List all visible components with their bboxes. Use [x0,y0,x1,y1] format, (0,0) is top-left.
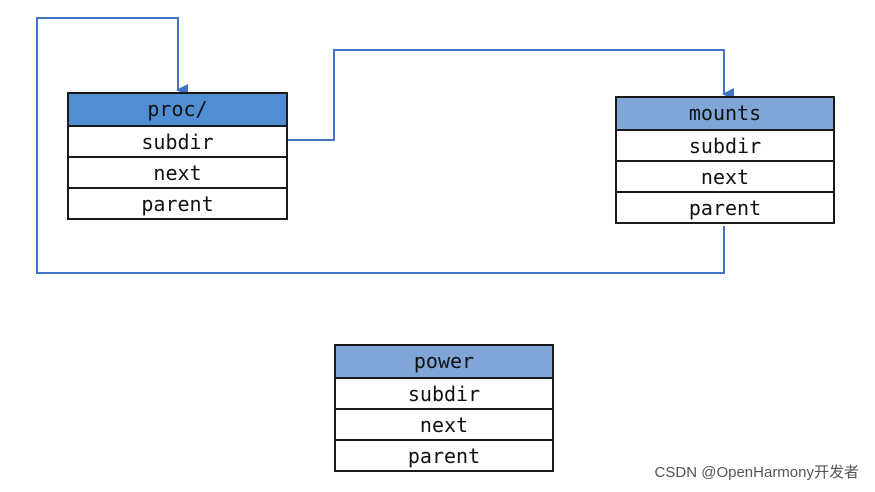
node-power: power subdir next parent [334,344,554,472]
node-power-field-next: next [336,408,552,439]
node-power-field-subdir: subdir [336,377,552,408]
node-proc-title: proc/ [69,94,286,125]
node-mounts: mounts subdir next parent [615,96,835,224]
node-mounts-field-subdir: subdir [617,129,833,160]
node-power-field-parent: parent [336,439,552,470]
node-proc-field-subdir: subdir [69,125,286,156]
node-power-title: power [336,346,552,377]
node-proc: proc/ subdir next parent [67,92,288,220]
node-mounts-field-next: next [617,160,833,191]
node-proc-field-parent: parent [69,187,286,218]
node-proc-field-next: next [69,156,286,187]
node-mounts-title: mounts [617,98,833,129]
node-mounts-field-parent: parent [617,191,833,222]
watermark: CSDN @OpenHarmony开发者 [654,464,859,481]
